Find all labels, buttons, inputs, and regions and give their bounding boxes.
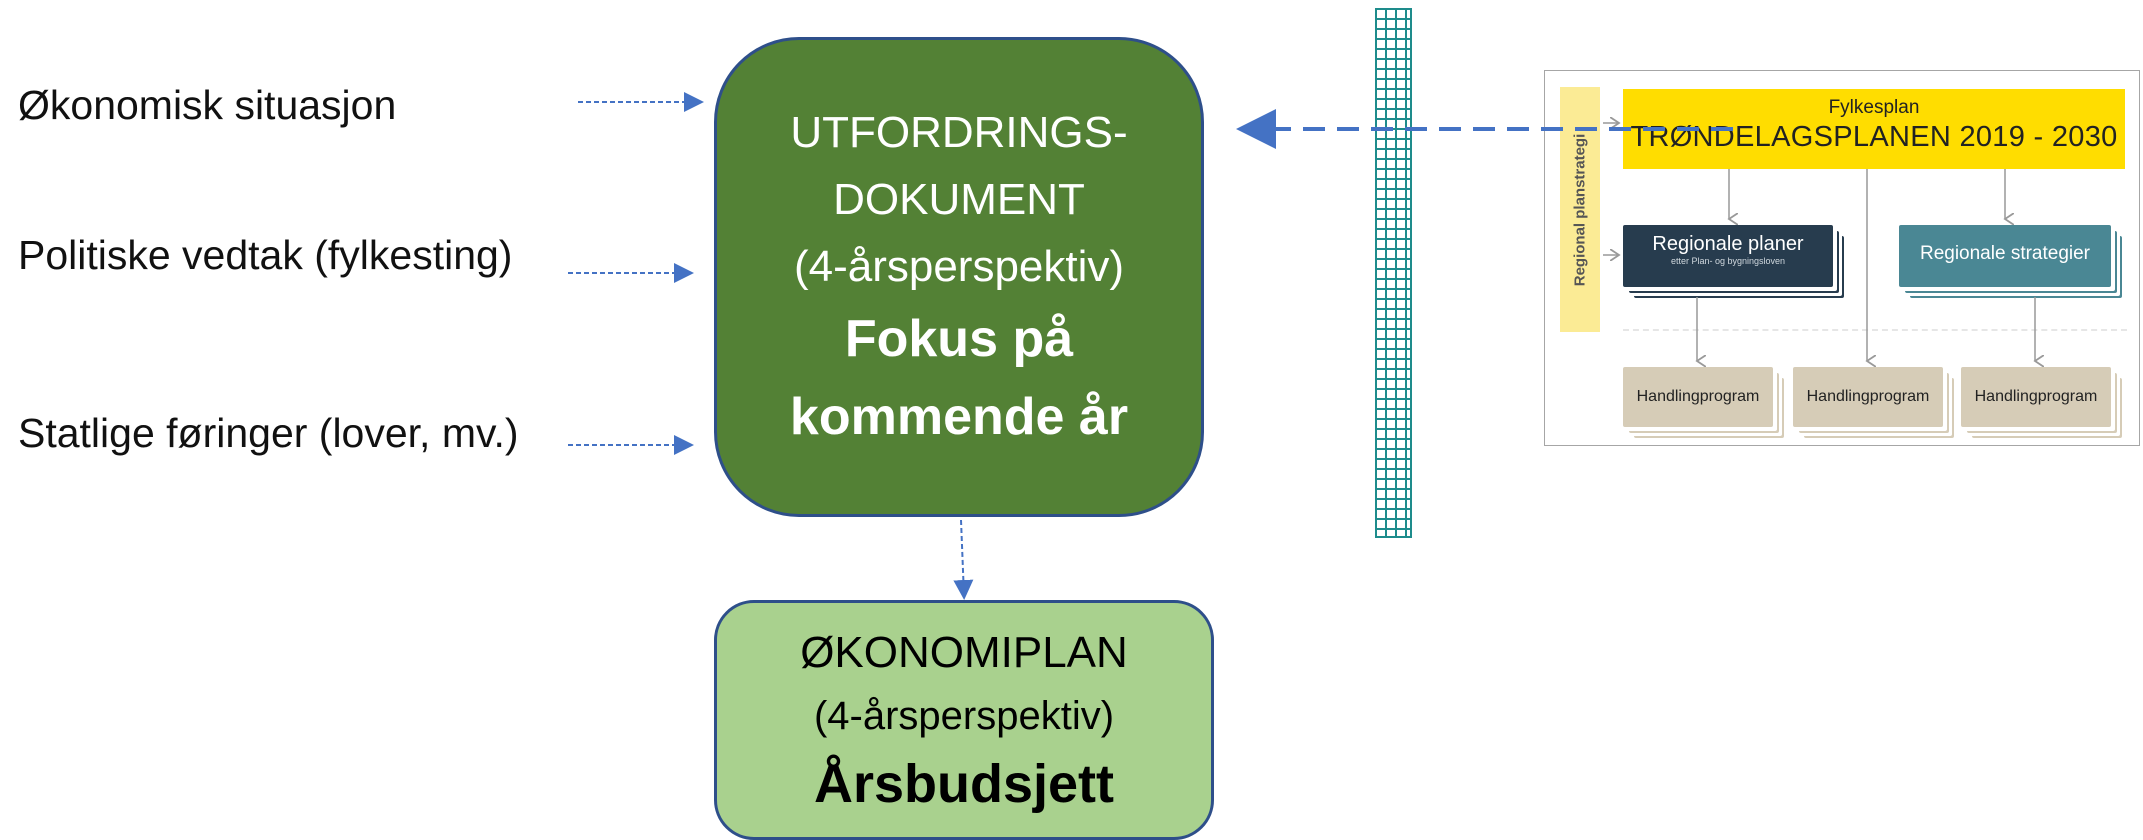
plan-image-connectors [1603,71,2141,447]
county-plan-label: Fylkesplan [1828,97,1920,118]
regional-plans-label: Regionale planer [1652,233,1804,255]
dashed-divider [1623,329,2127,331]
regional-plans-sublabel: etter Plan- og bygningsloven [1670,256,1786,266]
arrows-layer [568,92,1733,600]
arrow-document-to-economy-plan [953,519,974,600]
challenge-doc-focus-line2: kommende år [789,387,1129,446]
annual-budget-label: Årsbudsjett [813,754,1115,814]
challenge-document-box: UTFORDRINGS- DOKUMENT (4-årsperspektiv) … [714,37,1204,517]
challenge-doc-line1: UTFORDRINGS- [790,107,1128,157]
challenge-doc-line2: DOKUMENT [833,174,1085,224]
input-label-state-guidelines: Statlige føringer (lover, mv.) [18,410,519,456]
economy-plan-perspective: (4-årsperspektiv) [813,694,1115,738]
challenge-doc-focus-line1: Fokus på [844,309,1074,368]
county-plan-header: Fylkesplan TRØNDELAGSPLANEN 2019 - 2030 [1623,89,2125,169]
regional-plans-card: Regionale planer etter Plan- og bygnings… [1623,225,1833,287]
economy-plan-title: ØKONOMIPLAN [800,628,1128,677]
brick-wall-separator [1375,8,1412,538]
challenge-doc-perspective: (4-årsperspektiv) [793,241,1125,291]
regional-strategies-card: Regionale strategier [1899,225,2111,287]
action-program-card: Handlingprogram [1961,367,2111,427]
regional-plan-diagram-image: Regional planstrategi Fylkesplan TRØNDEL… [1544,70,2140,446]
action-program-card: Handlingprogram [1623,367,1773,427]
trondelag-plan-title: TRØNDELAGSPLANEN 2019 - 2030 [1630,121,2118,153]
economy-plan-box: ØKONOMIPLAN (4-årsperspektiv) Årsbudsjet… [714,600,1214,840]
input-label-political-decisions: Politiske vedtak (fylkesting) [18,232,513,278]
action-program-card: Handlingprogram [1793,367,1943,427]
input-label-economic-situation: Økonomisk situasjon [18,82,397,128]
